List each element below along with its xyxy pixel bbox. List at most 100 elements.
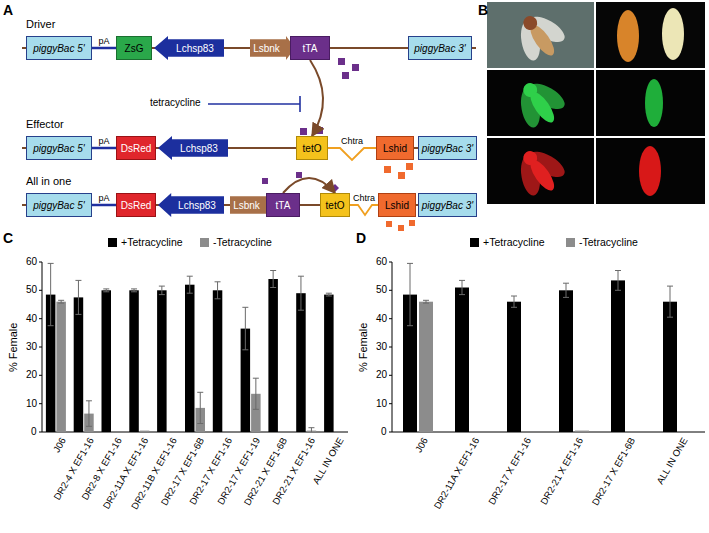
intron-line — [328, 148, 376, 160]
category-label: DR2-21 X EF1-16 — [539, 436, 586, 507]
text-label: % Female — [357, 322, 370, 372]
arrow-shape — [158, 193, 224, 217]
error-bar — [75, 280, 81, 314]
tta-protein — [338, 58, 345, 65]
tick-label: 40 — [376, 313, 387, 325]
pupa-green — [645, 79, 663, 127]
error-bar — [615, 271, 621, 291]
marker-gene-box: DsRed — [116, 193, 156, 217]
error-bar — [242, 307, 248, 350]
node-text: piggyBac 5' — [33, 200, 84, 211]
bar-plus — [611, 280, 625, 432]
legend-swatch — [108, 238, 117, 247]
pa-segment — [92, 204, 116, 207]
text-label: pA — [99, 36, 110, 46]
fly-red — [521, 148, 540, 167]
bar-plus — [46, 279, 334, 432]
arrow-shape — [158, 136, 228, 160]
inhibition-line — [208, 96, 300, 112]
pupa-photo — [617, 10, 639, 62]
error-bar — [308, 428, 314, 432]
bar-plus — [403, 280, 677, 432]
tta-protein — [262, 58, 359, 192]
photo-panel — [487, 138, 594, 204]
bar-plus — [102, 290, 112, 432]
bar-plus — [507, 302, 521, 432]
tick-label: 30 — [26, 341, 37, 353]
error-bar — [48, 263, 332, 432]
error-bar — [58, 300, 64, 303]
panel-letter: D — [356, 230, 366, 246]
node-text: piggyBac 3' — [414, 43, 465, 54]
bar-plus — [129, 290, 139, 432]
tick-label: 10 — [26, 398, 37, 410]
hid-protein — [398, 225, 404, 231]
node-text: piggyBac 3' — [422, 143, 473, 154]
operator-box: tetO — [296, 136, 328, 160]
gene-box: Lshid — [376, 136, 414, 160]
arrow-shape — [250, 36, 295, 60]
panel-letter: B — [478, 2, 488, 18]
node-text: piggyBac 5' — [33, 143, 84, 154]
node-text: Lsbnk — [233, 200, 260, 211]
piggybac-box: piggyBac 3' — [408, 36, 472, 60]
error-bar — [459, 280, 465, 294]
chart-axes — [392, 432, 705, 433]
legend-swatch — [566, 238, 575, 247]
error-bar — [215, 282, 221, 299]
bar-plus — [663, 302, 677, 432]
chart-axes — [39, 262, 348, 432]
promoter-arrow: Lsbnk — [250, 36, 295, 60]
activation-arrow — [283, 178, 335, 193]
error-bar — [86, 401, 92, 427]
fly-photo — [521, 13, 540, 32]
fly-green — [521, 80, 540, 99]
pa-segment — [92, 48, 116, 205]
error-bar — [326, 293, 332, 296]
chart-axes — [39, 262, 42, 263]
activation-arrow — [310, 60, 323, 136]
bar-minus — [419, 302, 433, 432]
tick-label: 60 — [376, 256, 387, 268]
hid-protein — [406, 163, 413, 170]
intron-line — [350, 205, 378, 215]
chart-axes — [389, 432, 392, 433]
bar-plus — [157, 290, 167, 432]
chart-axes — [39, 290, 42, 291]
text-label: Driver — [26, 18, 55, 31]
error-bar — [298, 276, 304, 310]
chart-axes — [389, 318, 392, 319]
category-label: J06 — [414, 436, 431, 455]
promoter-arrow: Lchsp83 — [158, 193, 224, 217]
node-text: piggyBac 5' — [33, 43, 84, 54]
marker-gene-box: ZsG — [116, 36, 152, 60]
inhibition-line — [208, 103, 300, 105]
bar-plus — [74, 297, 84, 432]
hid-protein — [398, 172, 405, 179]
pupa-photo — [662, 8, 684, 60]
photo-panel — [487, 2, 705, 204]
error-bar — [187, 276, 193, 293]
legend-text: +Tetracycline — [483, 236, 545, 248]
node-text: Lchsp83 — [180, 143, 218, 154]
text-label: pA — [99, 136, 110, 146]
node-text: Lshid — [385, 200, 409, 211]
pa-segment — [92, 147, 116, 150]
tta-protein — [352, 64, 359, 71]
tta-protein — [296, 172, 302, 178]
error-bar — [103, 289, 109, 292]
chart-axes — [389, 375, 392, 376]
tta-protein — [262, 178, 268, 184]
tick-label: 50 — [26, 284, 37, 296]
piggybac-box: piggyBac 5' — [26, 36, 92, 60]
legend-item: +Tetracycline — [470, 236, 545, 248]
error-bar — [48, 263, 54, 325]
node-text: ZsG — [125, 43, 144, 54]
node-text: tetO — [326, 200, 345, 211]
category-label: ALL IN ONE — [655, 436, 690, 486]
node-text: Lsbnk — [253, 43, 280, 54]
legend-text: -Tetracycline — [579, 236, 638, 248]
node-text: DsRed — [121, 200, 152, 211]
text-label: Chtra — [353, 193, 375, 203]
fly-green — [504, 69, 574, 137]
